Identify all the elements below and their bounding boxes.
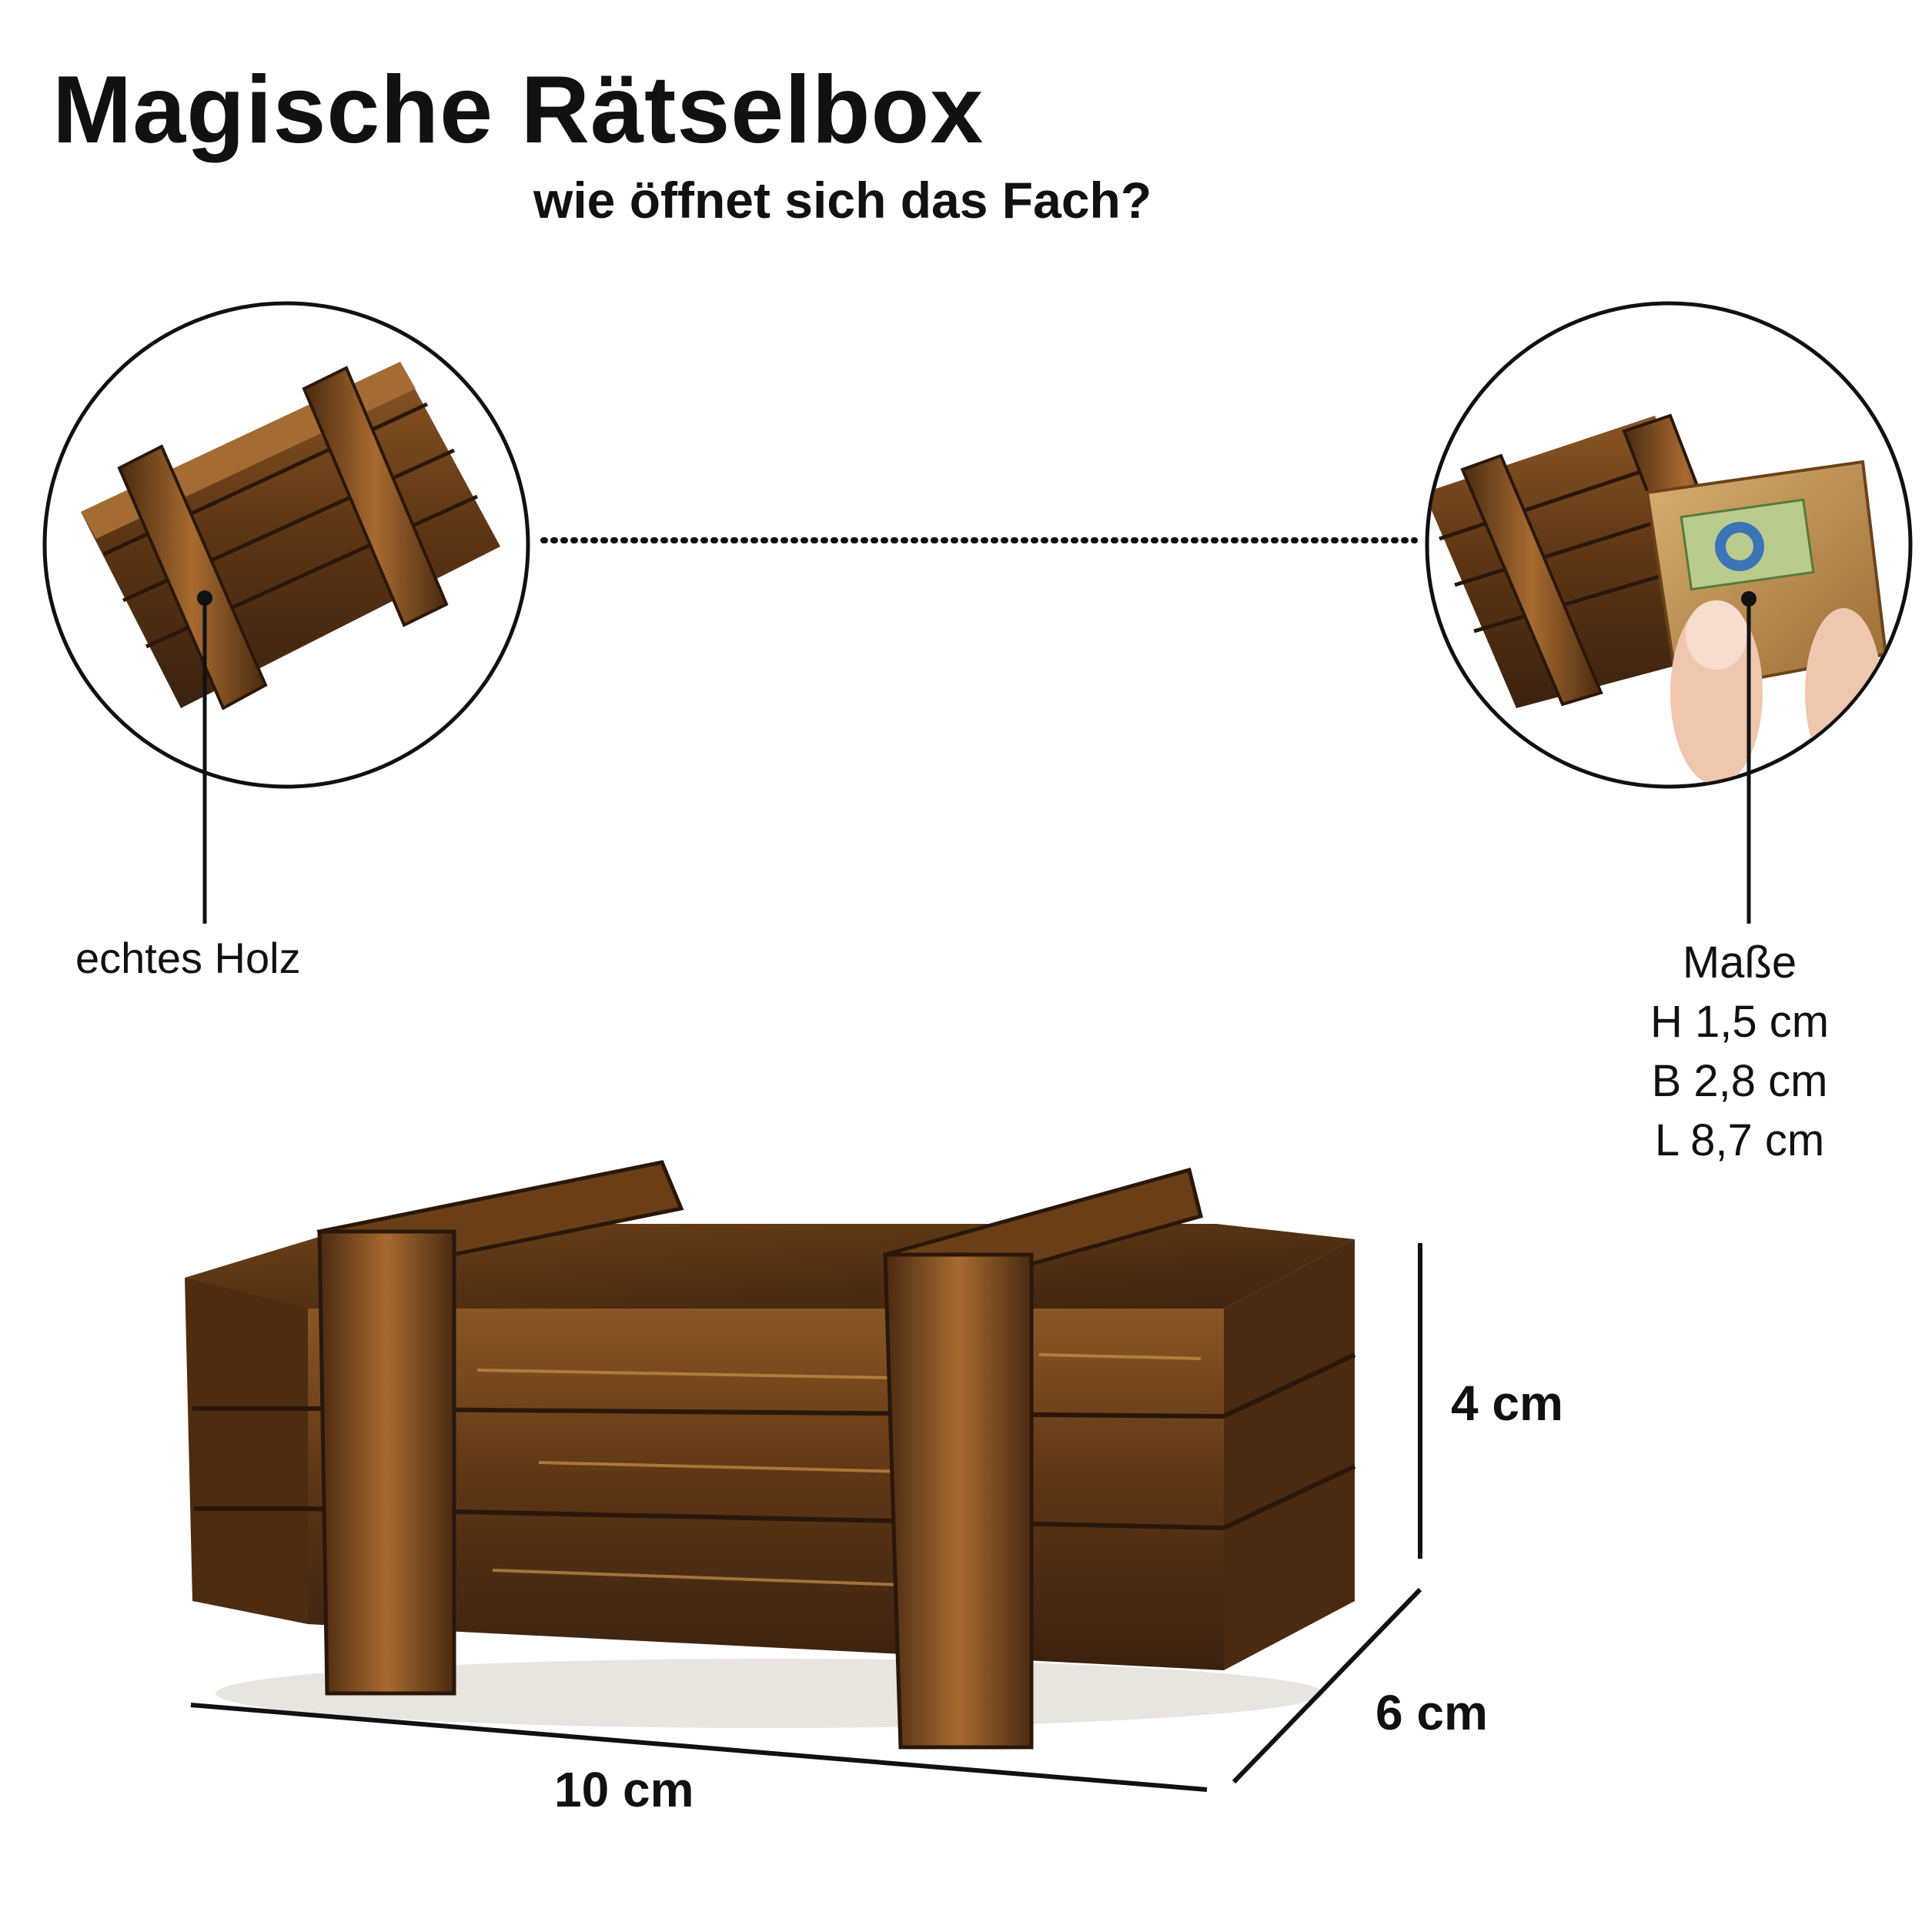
dimension-height-text: H 1,5 cm	[1650, 997, 1830, 1047]
main-box-photo	[185, 1160, 1356, 1750]
dimensions-callout: Maße H 1,5 cm B 2,8 cm L 8,7 cm	[1616, 933, 1863, 1170]
dimension-width-text: B 2,8 cm	[1651, 1056, 1828, 1106]
closed-box-photo	[42, 301, 530, 789]
dimensions-heading: Maße	[1682, 938, 1797, 988]
open-box-photo	[1425, 301, 1913, 789]
depth-dimension-line	[1232, 1587, 1422, 1784]
length-dimension-label: 10 cm	[554, 1762, 694, 1817]
length-dimension-line	[190, 1703, 1208, 1792]
page-title: Magische Rätselbox	[52, 57, 984, 163]
depth-dimension-label: 6 cm	[1375, 1685, 1488, 1740]
dimension-length-text: L 8,7 cm	[1654, 1115, 1825, 1165]
callout-pointer-left	[197, 590, 212, 924]
page-subtitle: wie öffnet sich das Fach?	[533, 172, 1152, 229]
callout-left-label: echtes Holz	[75, 934, 301, 982]
callout-pointer-right	[1741, 591, 1757, 924]
height-dimension-label: 4 cm	[1451, 1375, 1563, 1431]
